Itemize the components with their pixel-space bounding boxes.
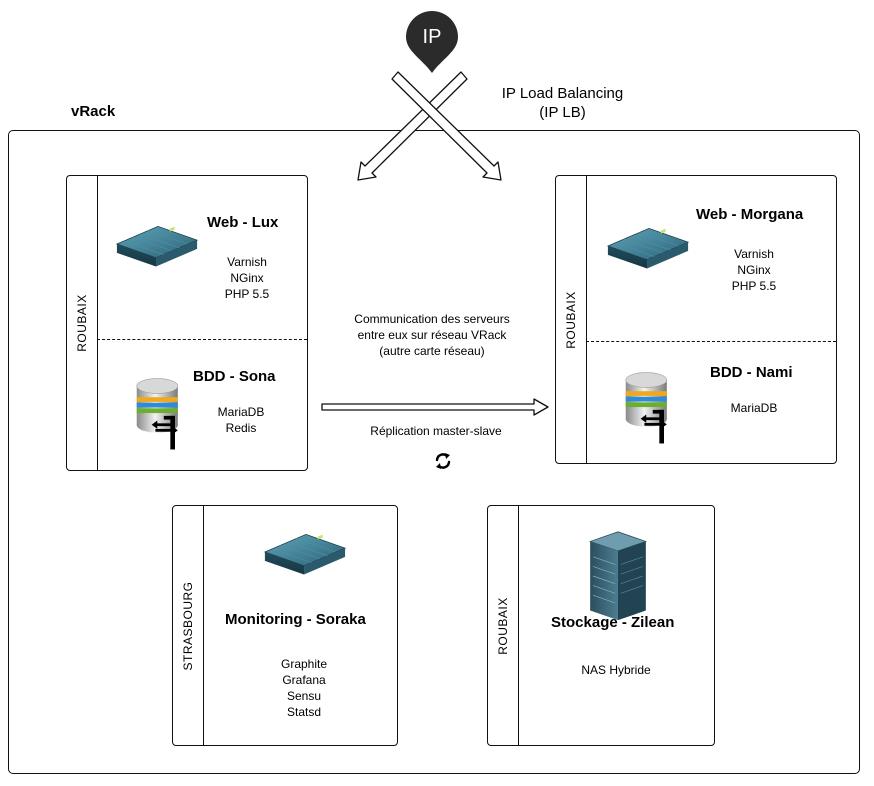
database-icon bbox=[622, 370, 678, 446]
vrack-container bbox=[8, 130, 860, 774]
ip-lb-line1: IP Load Balancing bbox=[501, 85, 624, 102]
monitoring-soraka-title: Monitoring - Soraka bbox=[225, 611, 366, 628]
storage-location-sidebar: ROUBAIX bbox=[488, 506, 519, 745]
service-item: NAS Hybride bbox=[581, 663, 651, 677]
service-item: Graphite bbox=[280, 657, 328, 671]
service-item: NGinx bbox=[737, 263, 771, 277]
storage-services: NAS Hybride bbox=[566, 662, 666, 678]
rack-server-icon bbox=[261, 528, 349, 578]
stockage-zilean-title: Stockage - Zilean bbox=[551, 614, 675, 631]
web-morgana-services: Varnish NGinx PHP 5.5 bbox=[714, 246, 794, 294]
communication-line: (autre carte réseau) bbox=[379, 344, 485, 358]
rack-server-icon bbox=[604, 222, 692, 272]
service-item: Statsd bbox=[286, 705, 322, 719]
right-location-label: ROUBAIX bbox=[564, 290, 578, 349]
bdd-nami-services: MariaDB bbox=[714, 400, 794, 416]
rack-server-icon bbox=[113, 220, 201, 270]
monitoring-location-sidebar: STRASBOURG bbox=[173, 506, 204, 745]
web-lux-services: Varnish NGinx PHP 5.5 bbox=[207, 254, 287, 302]
right-server-group: ROUBAIX Web - Morgana Varnish NGinx PHP … bbox=[555, 175, 837, 464]
left-server-group: ROUBAIX Web - Lux Varnish NGinx PHP 5.5 … bbox=[66, 175, 308, 471]
monitoring-location-label: STRASBOURG bbox=[181, 580, 195, 671]
bdd-nami-title: BDD - Nami bbox=[710, 364, 793, 381]
ip-marker-label: IP bbox=[423, 26, 442, 48]
left-location-label: ROUBAIX bbox=[75, 294, 89, 352]
communication-note: Communication des serveurs entre eux sur… bbox=[322, 311, 542, 359]
storage-location-label: ROUBAIX bbox=[496, 596, 510, 655]
service-item: Sensu bbox=[286, 689, 322, 703]
ip-lb-label: IP Load Balancing (IP LB) bbox=[480, 84, 645, 122]
communication-line: Communication des serveurs bbox=[354, 312, 510, 326]
lb-arrow-left bbox=[357, 71, 468, 181]
ip-lb-line2: (IP LB) bbox=[539, 104, 586, 121]
service-item: Redis bbox=[225, 421, 257, 435]
left-divider bbox=[97, 339, 307, 340]
monitoring-server-group: STRASBOURG Monitoring - Soraka Graphite … bbox=[172, 505, 398, 746]
storage-server-group: ROUBAIX Stockage - Zilean NAS Hybride bbox=[487, 505, 715, 746]
service-item: PHP 5.5 bbox=[731, 279, 777, 293]
web-lux-title: Web - Lux bbox=[207, 214, 279, 231]
load-balancing-arrows bbox=[357, 71, 502, 181]
right-divider bbox=[586, 341, 836, 342]
web-morgana-title: Web - Morgana bbox=[696, 206, 804, 223]
service-item: Varnish bbox=[227, 255, 267, 269]
sync-icon bbox=[435, 453, 451, 469]
service-item: MariaDB bbox=[730, 401, 778, 415]
lb-arrow-right bbox=[391, 71, 502, 181]
database-icon bbox=[133, 376, 189, 452]
service-item: Varnish bbox=[734, 247, 774, 261]
map-pin-icon: IP bbox=[406, 11, 458, 73]
bdd-sona-services: MariaDB Redis bbox=[201, 404, 281, 436]
right-location-sidebar: ROUBAIX bbox=[556, 176, 587, 463]
service-item: NGinx bbox=[230, 271, 264, 285]
left-location-sidebar: ROUBAIX bbox=[67, 176, 98, 470]
bdd-sona-title: BDD - Sona bbox=[193, 368, 276, 385]
replication-label: Réplication master-slave bbox=[370, 424, 502, 438]
service-item: PHP 5.5 bbox=[224, 287, 270, 301]
service-item: Grafana bbox=[282, 673, 326, 687]
storage-tower-icon bbox=[583, 528, 653, 624]
monitoring-services: Graphite Grafana Sensu Statsd bbox=[264, 656, 344, 720]
vrack-label: vRack bbox=[71, 103, 116, 120]
replication-arrow bbox=[321, 398, 549, 416]
service-item: MariaDB bbox=[217, 405, 265, 419]
communication-line: entre eux sur réseau VRack bbox=[357, 328, 507, 342]
